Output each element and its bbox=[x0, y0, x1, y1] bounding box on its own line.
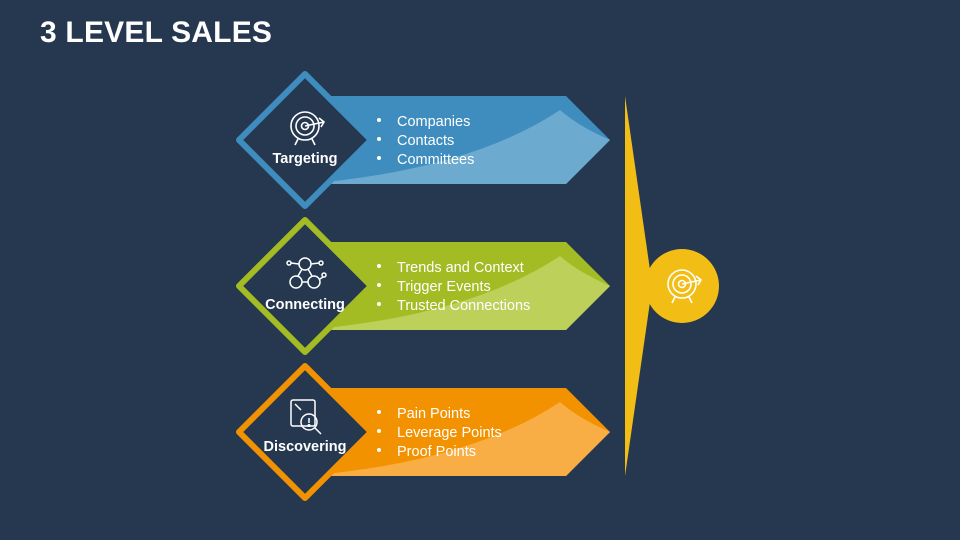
hub bbox=[625, 96, 719, 476]
bullet-dot bbox=[377, 118, 381, 122]
level-targeting: Targeting Companies Contacts Committees bbox=[236, 71, 610, 209]
level-connecting-arrow-highlight bbox=[305, 256, 610, 330]
level-discovering: Discovering Pain Points Leverage Points … bbox=[236, 363, 610, 501]
bullet-item: Trusted Connections bbox=[397, 298, 530, 314]
target-arrow-icon bbox=[290, 111, 326, 146]
target-arrow-icon bbox=[667, 269, 703, 304]
bullet-item: Proof Points bbox=[397, 444, 476, 460]
network-people-icon bbox=[286, 257, 327, 289]
bullet-item: Trends and Context bbox=[397, 260, 524, 276]
bullet-item: Pain Points bbox=[397, 406, 470, 422]
bullet-dot bbox=[377, 264, 381, 268]
level-discovering-label: Discovering bbox=[264, 439, 347, 455]
bullet-item: Trigger Events bbox=[397, 279, 491, 295]
bullet-dot bbox=[377, 410, 381, 414]
level-connecting-bullets: Trends and Context Trigger Events Truste… bbox=[377, 260, 530, 314]
level-discovering-bullets: Pain Points Leverage Points Proof Points bbox=[377, 406, 502, 460]
level-connecting-label: Connecting bbox=[265, 297, 345, 313]
bullet-dot bbox=[377, 283, 381, 287]
bullet-dot bbox=[377, 302, 381, 306]
bullet-dot bbox=[377, 137, 381, 141]
level-connecting: Connecting Trends and Context Trigger Ev… bbox=[236, 217, 610, 355]
bullet-item: Contacts bbox=[397, 133, 454, 149]
level-discovering-diamond bbox=[236, 363, 374, 501]
level-connecting-diamond bbox=[236, 217, 374, 355]
level-discovering-arrow-highlight bbox=[305, 402, 610, 476]
bullet-item: Companies bbox=[397, 114, 470, 130]
level-targeting-bullets: Companies Contacts Committees bbox=[377, 114, 474, 168]
level-targeting-arrow-highlight bbox=[305, 110, 610, 184]
magnifier-search-icon bbox=[290, 399, 322, 435]
bullet-dot bbox=[377, 448, 381, 452]
bullet-dot bbox=[377, 156, 381, 160]
hub-collector-bar bbox=[625, 96, 650, 476]
page-title: 3 LEVEL SALES bbox=[40, 16, 273, 49]
bullet-item: Leverage Points bbox=[397, 425, 502, 441]
hub-circle bbox=[645, 249, 719, 323]
bullet-item: Committees bbox=[397, 152, 474, 168]
bullet-dot bbox=[377, 429, 381, 433]
level-targeting-label: Targeting bbox=[273, 151, 338, 167]
